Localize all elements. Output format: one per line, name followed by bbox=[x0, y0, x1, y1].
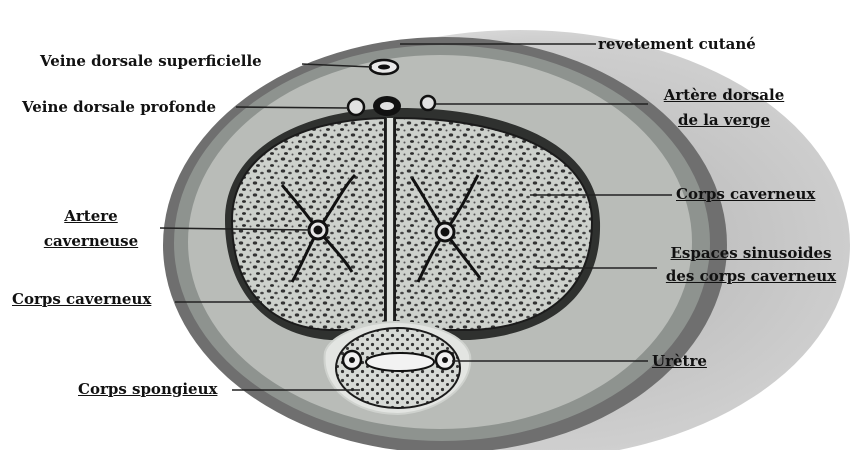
label-veine-dorsale-superficielle: Veine dorsale superficielle bbox=[40, 52, 262, 70]
label-espaces-sinusoides-line2: des corps caverneux bbox=[655, 267, 847, 285]
label-artere-dorsale-line2: de la verge bbox=[650, 111, 798, 129]
label-corps-caverneux-right: Corps caverneux bbox=[676, 185, 815, 203]
label-uretre: Urètre bbox=[652, 352, 707, 370]
label-artere-caverneuse: Artere caverneuse bbox=[30, 207, 152, 250]
label-espaces-sinusoides: Espaces sinusoides des corps caverneux bbox=[655, 244, 847, 285]
label-corps-caverneux-left: Corps caverneux bbox=[12, 290, 151, 308]
label-veine-dorsale-profonde: Veine dorsale profonde bbox=[22, 98, 216, 116]
label-artere-caverneuse-line1: Artere bbox=[30, 207, 152, 225]
label-artere-dorsale-line1: Artère dorsale bbox=[650, 86, 798, 104]
label-artere-dorsale: Artère dorsale de la verge bbox=[650, 86, 798, 129]
label-espaces-sinusoides-line1: Espaces sinusoides bbox=[655, 244, 847, 262]
label-artere-caverneuse-line2: caverneuse bbox=[30, 232, 152, 250]
label-revetement-cutane: revetement cutané bbox=[598, 35, 756, 53]
label-corps-spongieux: Corps spongieux bbox=[78, 380, 217, 398]
